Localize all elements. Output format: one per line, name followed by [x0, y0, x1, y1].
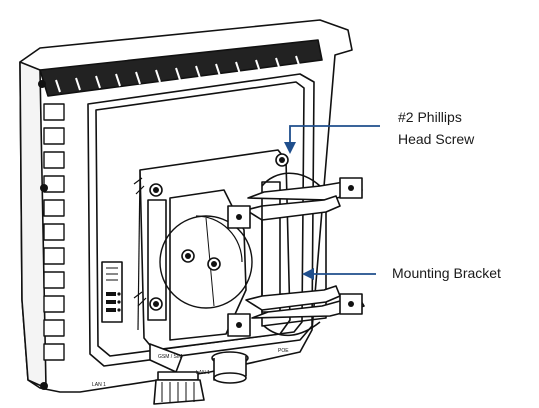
screw-arrowhead: [284, 142, 296, 154]
mounting-bracket: [227, 172, 365, 337]
bottom-connectors: [149, 343, 249, 405]
lan1-right-label: LAN 1: [196, 370, 210, 376]
screw-callout-label: #2 Phillips Head Screw: [398, 106, 474, 150]
bracket-callout-label: Mounting Bracket: [392, 265, 501, 281]
lan1-bottom-label: LAN 1: [92, 382, 106, 388]
bracket-arrowhead: [302, 268, 314, 280]
screw-callout-line-2: Head Screw: [398, 131, 475, 147]
screw-callout-line: [289, 125, 380, 146]
poe-label: POE: [278, 348, 289, 354]
mount-plate: [133, 149, 291, 351]
side-label-panel: [101, 261, 123, 323]
gsm-label: GSM / SIM: [158, 354, 182, 360]
callout-arrows: [284, 125, 380, 280]
screw-callout-line-1: #2 Phillips: [398, 109, 462, 125]
